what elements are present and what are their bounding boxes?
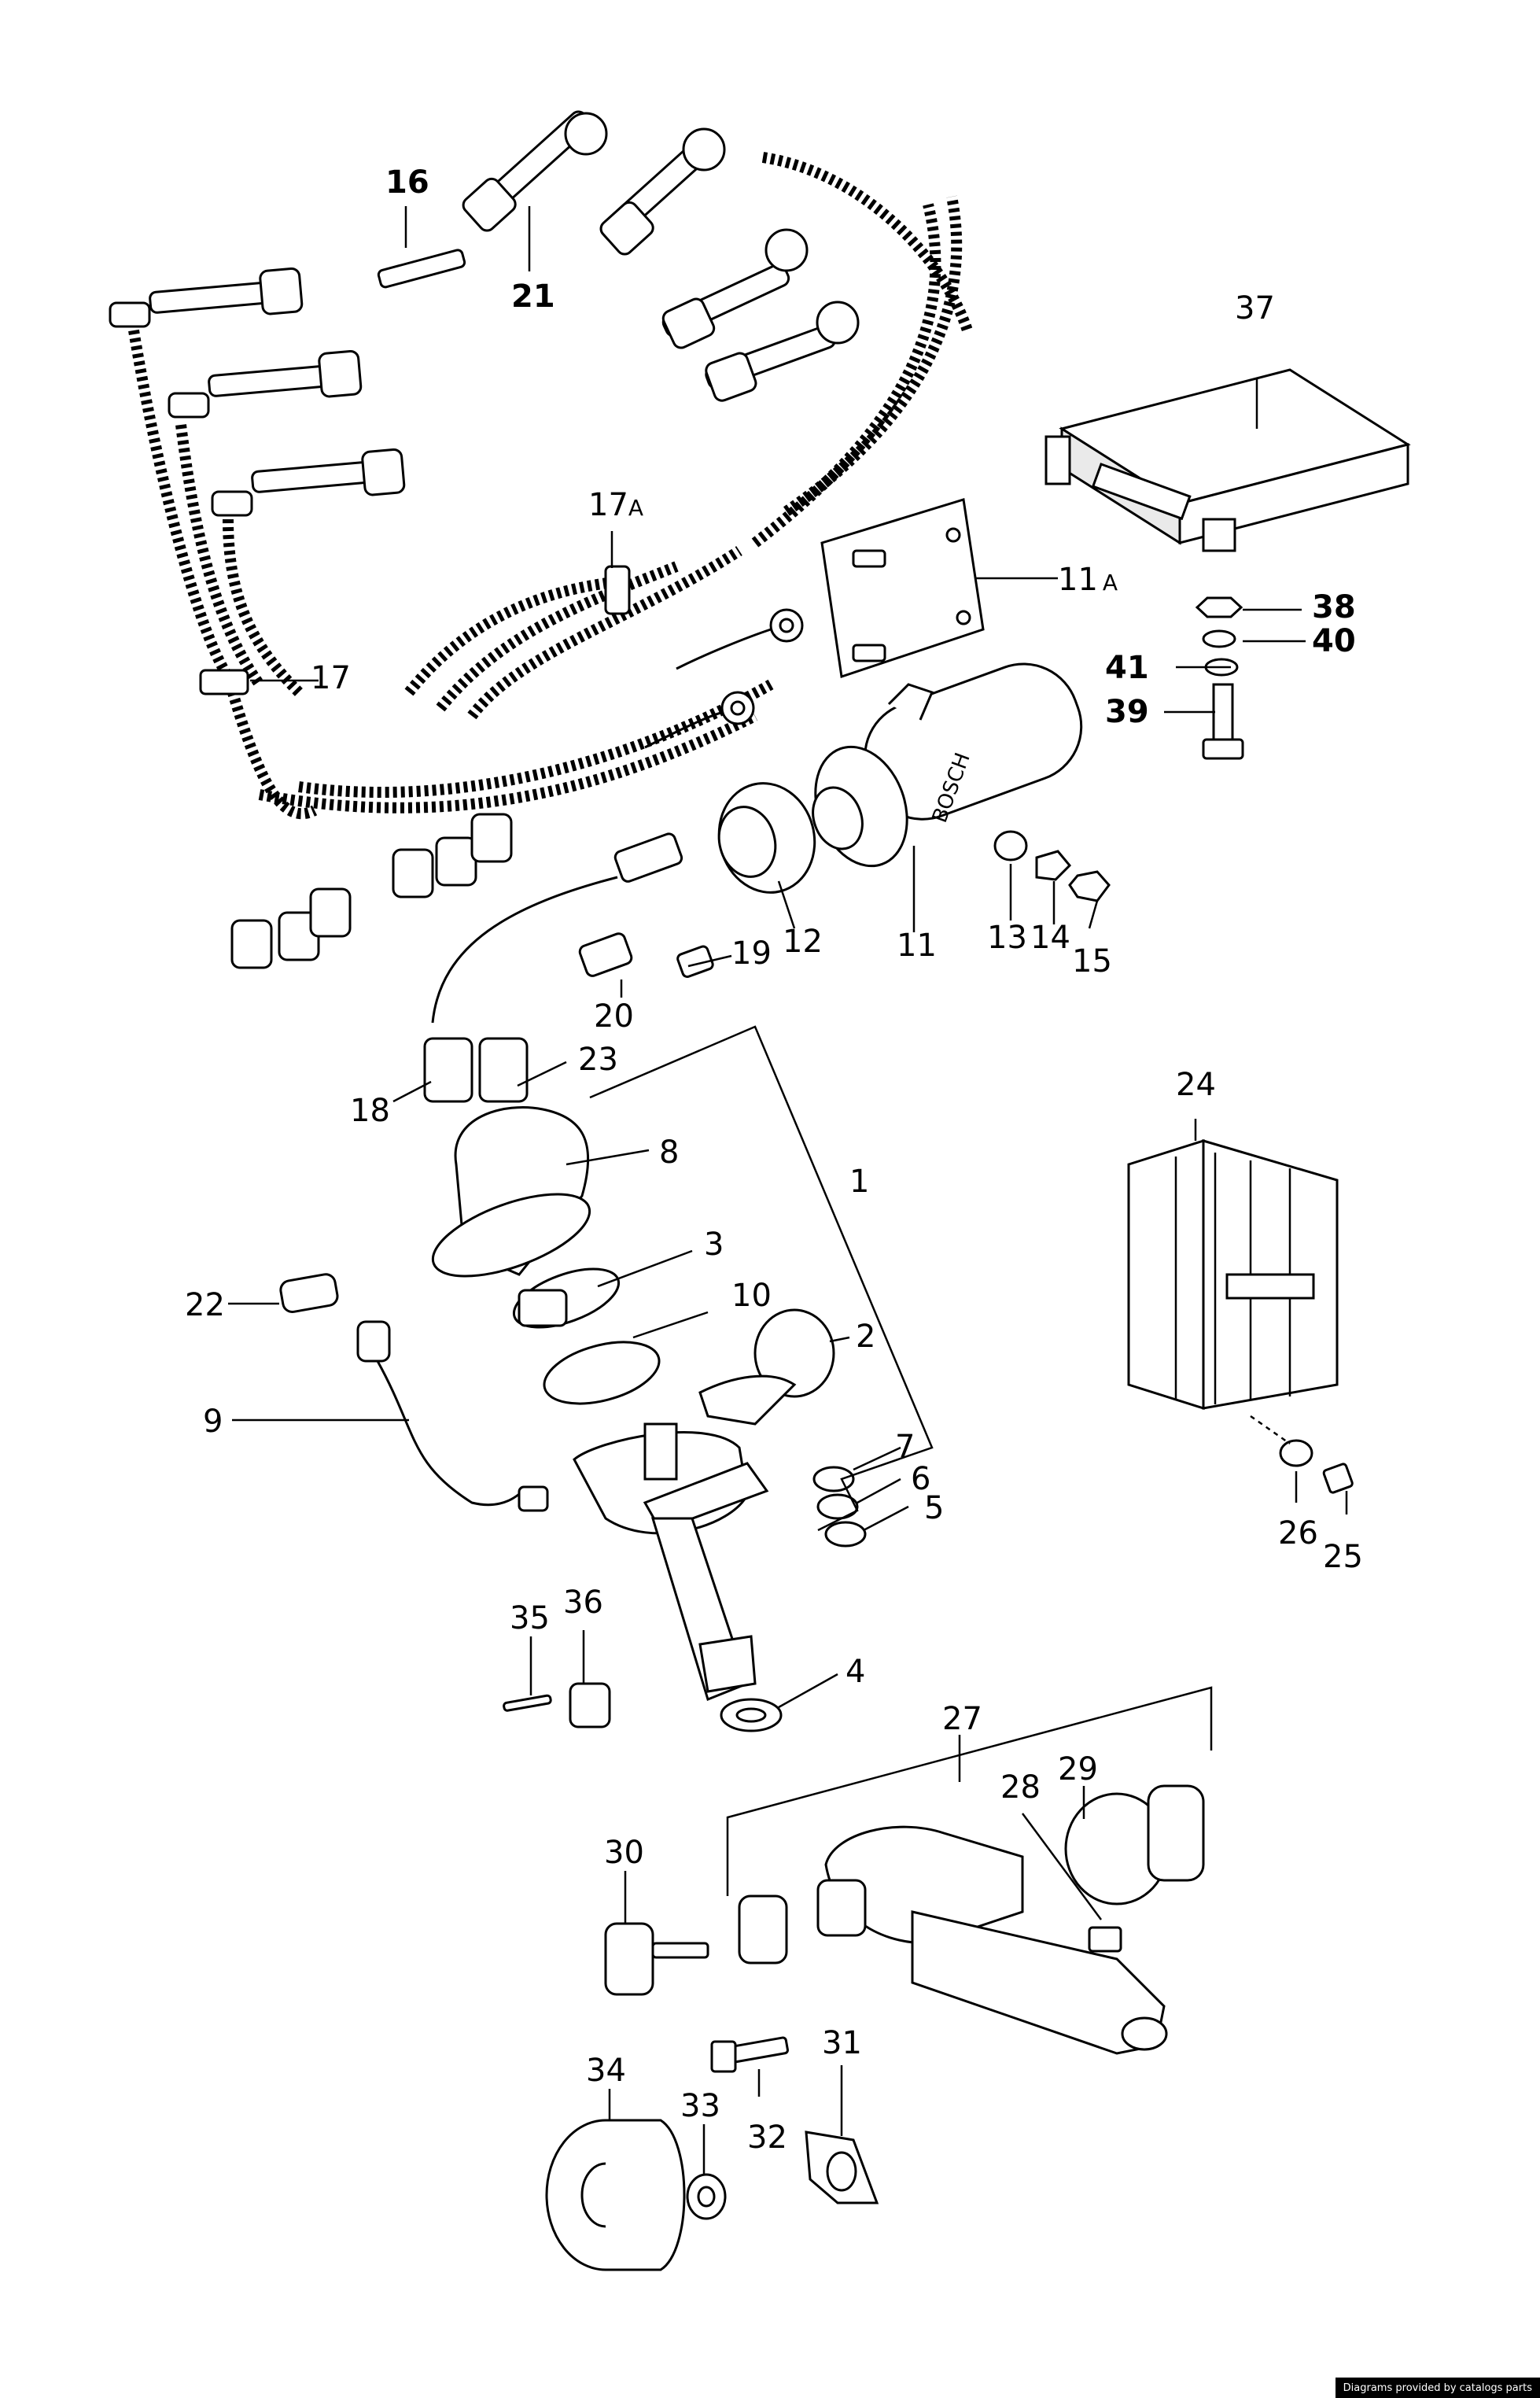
- callout-41: 41: [1105, 650, 1149, 686]
- distributor-assembly: [279, 1106, 867, 1732]
- callout-10: 10: [731, 1278, 772, 1314]
- mounting-plate: [820, 498, 985, 678]
- callout-16: 16: [385, 164, 429, 201]
- callout-8: 8: [659, 1134, 679, 1171]
- callout-9: 9: [203, 1404, 223, 1440]
- callout-35: 35: [510, 1600, 550, 1636]
- callout-4: 4: [846, 1654, 865, 1690]
- attribution-footer: Diagrams provided by catalogs parts: [1335, 2378, 1540, 2398]
- callout-37: 37: [1235, 290, 1275, 326]
- callout-20: 20: [594, 998, 634, 1035]
- callout-7: 7: [895, 1429, 915, 1465]
- callout-13: 13: [987, 920, 1027, 956]
- callout-38: 38: [1312, 589, 1356, 625]
- callout-19: 19: [731, 935, 772, 972]
- callout-33: 33: [680, 2088, 720, 2124]
- control-unit: [1044, 368, 1411, 552]
- ignition-wire-harness: [109, 110, 973, 969]
- callout-6: 6: [911, 1461, 930, 1497]
- callout-2: 2: [856, 1319, 875, 1355]
- callout-5: 5: [924, 1490, 944, 1526]
- callout-34: 34: [586, 2053, 626, 2089]
- callout-32: 32: [747, 2119, 787, 2156]
- callout-1: 1: [849, 1164, 869, 1200]
- callout-15: 15: [1072, 943, 1112, 979]
- callout-12: 12: [783, 924, 823, 960]
- callout-17: 17: [311, 660, 351, 696]
- fasteners-38-41: [1195, 596, 1244, 760]
- coil-fasteners: [993, 830, 1111, 902]
- callout-27: 27: [942, 1701, 982, 1737]
- callout-14: 14: [1030, 920, 1070, 956]
- callout-26: 26: [1278, 1515, 1318, 1551]
- callout-3: 3: [704, 1227, 724, 1263]
- callout-29: 29: [1058, 1751, 1098, 1787]
- lead-connectors: [423, 832, 714, 1103]
- callout-31: 31: [822, 2025, 862, 2061]
- leader-lines: [228, 206, 1348, 2175]
- callout-17a: 17A: [588, 487, 643, 523]
- callout-21: 21: [511, 279, 555, 315]
- callout-28: 28: [1000, 1769, 1041, 1806]
- callout-36: 36: [563, 1585, 603, 1621]
- callout-40: 40: [1312, 623, 1356, 659]
- callout-23: 23: [578, 1042, 618, 1078]
- callout-11: 11: [897, 928, 937, 964]
- callout-30: 30: [604, 1835, 644, 1871]
- callout-39: 39: [1105, 694, 1149, 730]
- ignition-lock-assembly: [545, 1784, 1205, 2271]
- callout-25: 25: [1323, 1539, 1363, 1575]
- callout-24: 24: [1176, 1067, 1216, 1103]
- coil-boot: [717, 782, 816, 894]
- callout-22: 22: [185, 1287, 225, 1323]
- callout-18: 18: [350, 1093, 390, 1129]
- voltage-regulator: [1127, 1138, 1354, 1494]
- ignition-coil: BOSCH: [812, 662, 1083, 868]
